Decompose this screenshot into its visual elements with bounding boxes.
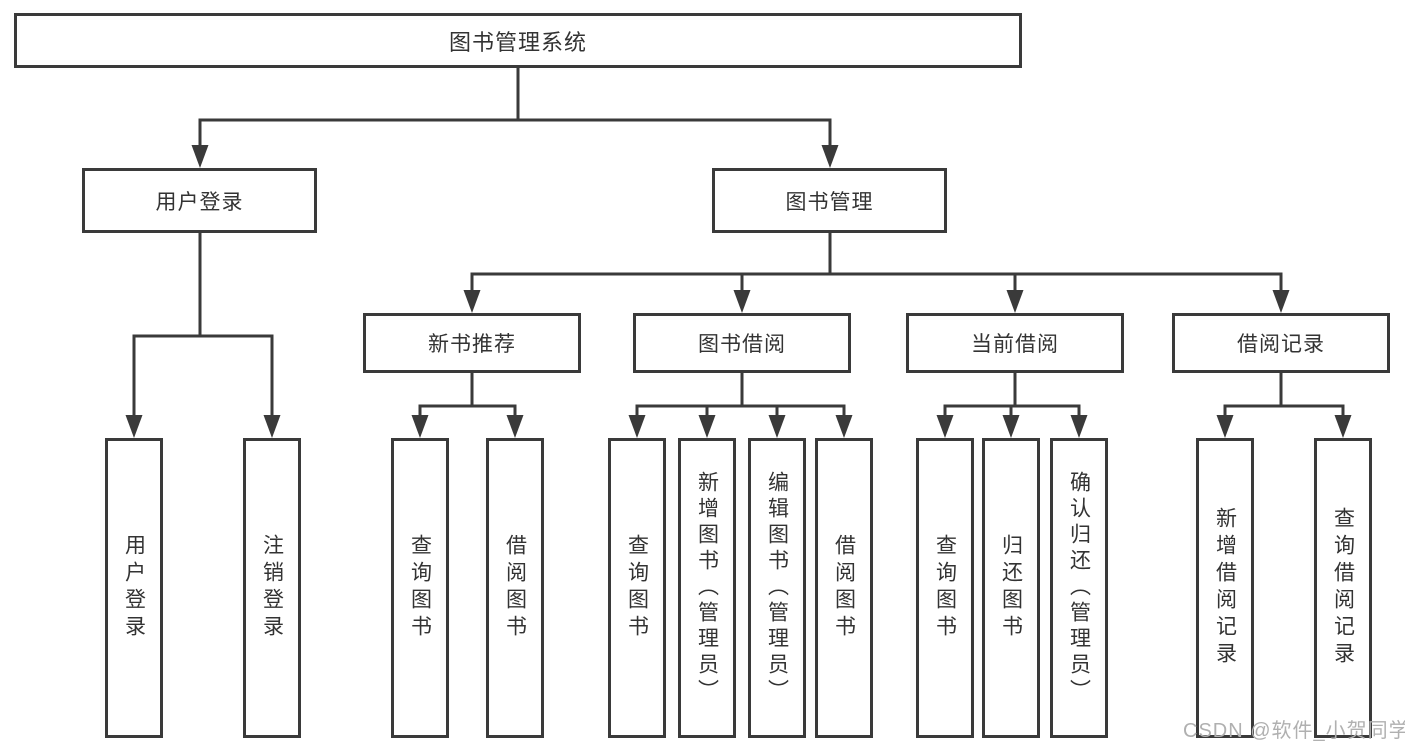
node-book-management: 图书管理	[712, 168, 947, 233]
leaf-borrow-books-2: 借阅图书	[815, 438, 873, 738]
node-library-system: 图书管理系统	[14, 13, 1022, 68]
node-current-borrowing: 当前借阅	[906, 313, 1124, 373]
leaf-query-borrow-record: 查询借阅记录	[1314, 438, 1372, 738]
leaf-query-books-3-label: 查询图书	[933, 534, 957, 642]
leaf-logout: 注销登录	[243, 438, 301, 738]
leaf-query-books-1-label: 查询图书	[408, 534, 432, 642]
leaf-user-login-label: 用户登录	[122, 534, 146, 642]
leaf-add-books-admin-label: 新增图书（管理员）	[695, 471, 719, 705]
leaf-query-books-2: 查询图书	[608, 438, 666, 738]
node-new-book-recommendation: 新书推荐	[363, 313, 581, 373]
node-borrowing-records-label: 借阅记录	[1237, 333, 1325, 356]
leaf-confirm-return-admin-label: 确认归还（管理员）	[1067, 471, 1091, 705]
leaf-add-borrow-record: 新增借阅记录	[1196, 438, 1254, 738]
node-borrowing-records: 借阅记录	[1172, 313, 1390, 373]
leaf-query-books-1: 查询图书	[391, 438, 449, 738]
leaf-query-books-2-label: 查询图书	[625, 534, 649, 642]
leaf-return-books: 归还图书	[982, 438, 1040, 738]
leaf-confirm-return-admin: 确认归还（管理员）	[1050, 438, 1108, 738]
leaf-query-borrow-record-label: 查询借阅记录	[1331, 507, 1355, 669]
node-current-borrowing-label: 当前借阅	[971, 333, 1059, 356]
leaf-borrow-books-1: 借阅图书	[486, 438, 544, 738]
node-user-login: 用户登录	[82, 168, 317, 233]
node-user-login-label: 用户登录	[155, 190, 244, 214]
csdn-watermark: CSDN @软件_小贺同学	[1183, 720, 1405, 742]
node-book-borrowing-label: 图书借阅	[698, 333, 786, 356]
leaf-edit-books-admin: 编辑图书（管理员）	[748, 438, 806, 738]
leaf-edit-books-admin-label: 编辑图书（管理员）	[765, 471, 789, 705]
leaf-query-books-3: 查询图书	[916, 438, 974, 738]
node-book-management-label: 图书管理	[785, 190, 874, 214]
leaf-user-login: 用户登录	[105, 438, 163, 738]
leaf-logout-label: 注销登录	[260, 534, 284, 642]
leaf-return-books-label: 归还图书	[999, 534, 1023, 642]
node-library-system-label: 图书管理系统	[448, 29, 587, 55]
leaf-borrow-books-2-label: 借阅图书	[832, 534, 856, 642]
node-new-book-recommendation-label: 新书推荐	[428, 333, 516, 356]
leaf-add-books-admin: 新增图书（管理员）	[678, 438, 736, 738]
leaf-add-borrow-record-label: 新增借阅记录	[1213, 507, 1237, 669]
leaf-borrow-books-1-label: 借阅图书	[503, 534, 527, 642]
node-book-borrowing: 图书借阅	[633, 313, 851, 373]
